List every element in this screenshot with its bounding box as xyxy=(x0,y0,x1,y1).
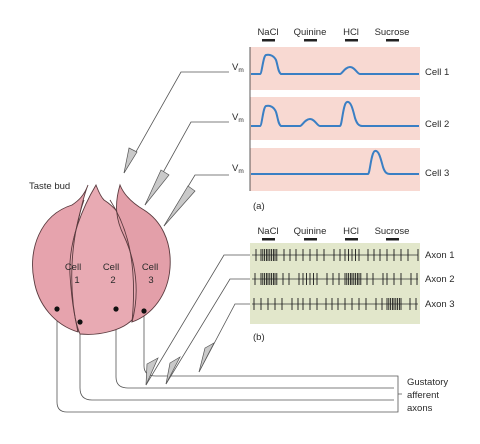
axon-label-2: Axon 2 xyxy=(425,274,455,285)
vm-label-cell-1: Vm xyxy=(232,62,244,74)
panel-a-stimulus-header: NaCl Quinine HCl Sucrose xyxy=(257,27,409,42)
stimulus-bar-hcl-b xyxy=(345,238,358,241)
afferent-fiber-cell-3 xyxy=(115,309,394,389)
stimulus-bar-quinine xyxy=(304,39,317,42)
stimulus-label-hcl: HCl xyxy=(343,27,359,38)
taste-cell-3 xyxy=(116,183,171,323)
axon-label-3: Axon 3 xyxy=(425,299,455,310)
cell-electrodes xyxy=(123,147,196,227)
vm-label-cell-2: Vm xyxy=(232,112,244,124)
gustatory-bracket xyxy=(394,375,402,413)
stimulus-bar-sucrose-b xyxy=(386,238,399,241)
stimulus-label-sucrose-b: Sucrose xyxy=(375,226,410,237)
cell-label-1-line2: 1 xyxy=(74,275,79,286)
trace-cell-3 xyxy=(251,150,419,175)
axon-electrode-1 xyxy=(145,357,159,386)
spike-train-axon-3 xyxy=(253,298,417,310)
nerve-ending-cell-3a xyxy=(113,306,119,312)
cell-fold-line-1 xyxy=(71,199,85,333)
taste-bud-label: Taste bud xyxy=(29,181,70,192)
panel-b-label: (b) xyxy=(253,332,265,343)
axon-wire-3 xyxy=(198,303,250,373)
trace-cell-2 xyxy=(251,100,419,127)
axon-wire-1 xyxy=(145,254,250,386)
stimulus-bar-sucrose xyxy=(386,39,399,42)
spike-train-axon-2 xyxy=(254,273,418,285)
vm-label-cell-3: Vm xyxy=(232,163,244,175)
panel-a: NaCl Quinine HCl Sucrose Vm Vm Vm Cell 1… xyxy=(232,27,449,212)
panel-b-stimulus-header: NaCl Quinine HCl Sucrose xyxy=(257,226,409,241)
stimulus-label-quinine: Quinine xyxy=(294,27,327,38)
panel-b: NaCl Quinine HCl Sucrose Axon 1 Axon 2 A… xyxy=(250,226,455,343)
electrode-wire-cell-3 xyxy=(163,174,229,227)
cell-label-2-line1: Cell xyxy=(103,262,119,273)
gustatory-label-line-3: axons xyxy=(407,403,433,414)
spike-panel-background xyxy=(250,243,420,324)
stimulus-label-nacl-b: NaCl xyxy=(257,226,278,237)
trace-label-cell-1: Cell 1 xyxy=(425,67,449,78)
stimulus-label-nacl: NaCl xyxy=(257,27,278,38)
cell-electrode-3 xyxy=(163,185,196,227)
afferent-fiber-cell-2 xyxy=(79,322,394,401)
cell-label-3-line2: 3 xyxy=(148,275,153,286)
gustatory-label-line-2: afferent xyxy=(407,390,439,401)
trace-box-cell-2 xyxy=(250,97,420,140)
spike-train-axon-1 xyxy=(255,249,419,261)
stimulus-bar-quinine-b xyxy=(304,238,317,241)
stimulus-label-sucrose: Sucrose xyxy=(375,27,410,38)
panel-a-label: (a) xyxy=(253,201,265,212)
axon-electrodes xyxy=(145,342,215,386)
nerve-ending-cell-3b xyxy=(141,308,147,314)
axon-electrode-2 xyxy=(165,356,181,385)
trace-box-cell-3 xyxy=(250,148,420,191)
nerve-ending-cell-1 xyxy=(54,306,60,312)
cell-label-2-line2: 2 xyxy=(110,275,115,286)
stimulus-bar-nacl xyxy=(262,39,275,42)
electrode-wire-cell-1 xyxy=(123,71,229,174)
cell-label-1-line1: Cell xyxy=(65,262,81,273)
axon-electrode-3 xyxy=(198,342,215,373)
afferent-fiber-cell-1 xyxy=(56,309,394,413)
cell-electrode-2 xyxy=(144,169,170,206)
taste-bud xyxy=(32,183,171,335)
cell-fold-line-2 xyxy=(109,199,135,323)
trace-cell-1 xyxy=(251,53,419,75)
stimulus-bar-hcl xyxy=(345,39,358,42)
trace-label-cell-3: Cell 3 xyxy=(425,168,449,179)
stimulus-label-hcl-b: HCl xyxy=(343,226,359,237)
axon-wire-2 xyxy=(165,278,250,385)
gustatory-label-line-1: Gustatory xyxy=(407,377,448,388)
stimulus-label-quinine-b: Quinine xyxy=(294,226,327,237)
axon-label-1: Axon 1 xyxy=(425,250,455,261)
stimulus-bar-nacl-b xyxy=(262,238,275,241)
trace-label-cell-2: Cell 2 xyxy=(425,119,449,130)
nerve-ending-cell-2 xyxy=(77,319,83,325)
cell-label-3-line1: Cell xyxy=(142,262,158,273)
cell-electrode-1 xyxy=(123,147,138,174)
trace-box-cell-1 xyxy=(250,47,420,90)
